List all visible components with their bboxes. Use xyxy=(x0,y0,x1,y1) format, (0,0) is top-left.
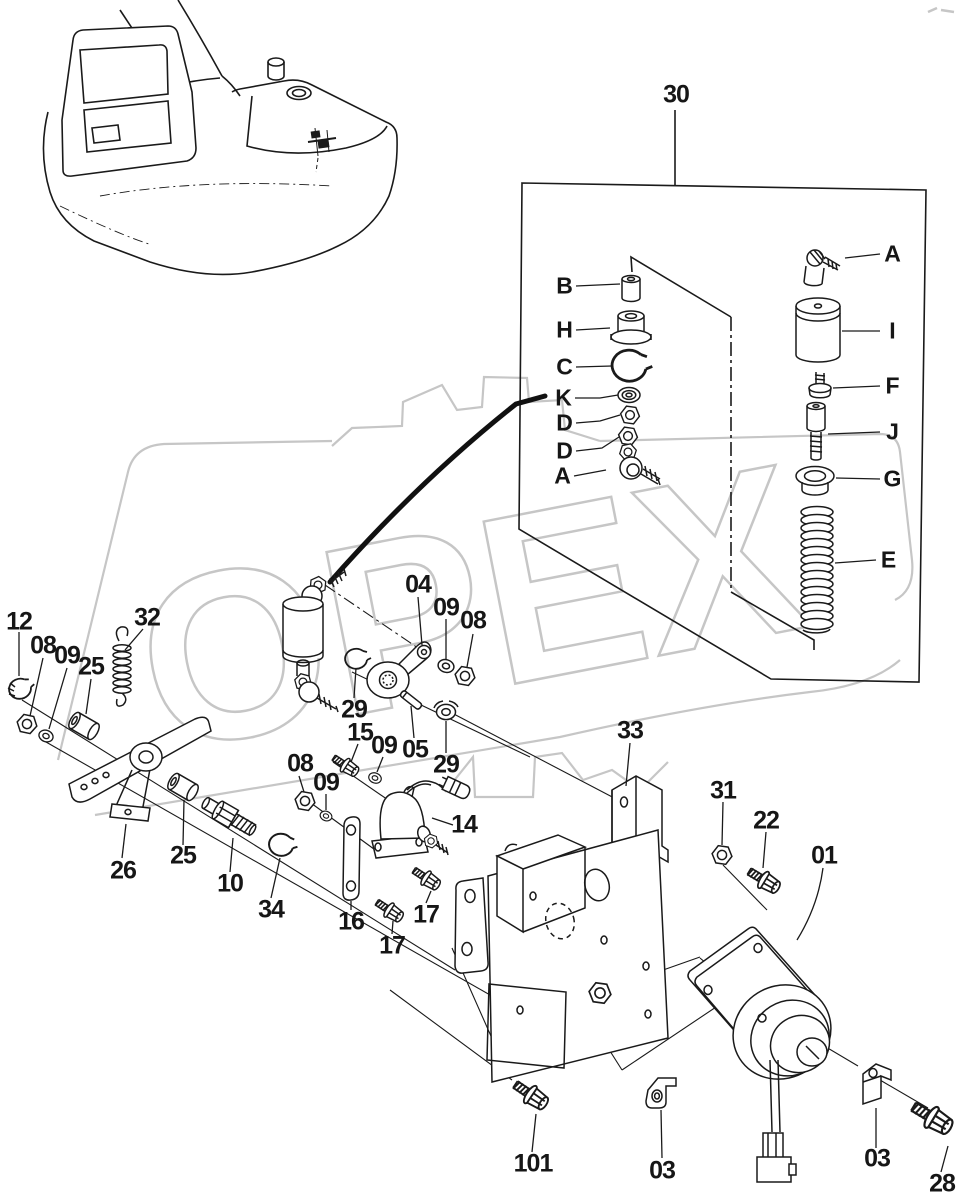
spring-e xyxy=(800,505,834,634)
callout-leaders xyxy=(18,253,949,1173)
cone-washer-29 xyxy=(433,700,459,721)
clip-03-left xyxy=(645,1077,677,1109)
pin-05 xyxy=(399,690,423,710)
lever-04 xyxy=(366,641,432,699)
solenoid-14 xyxy=(371,775,471,859)
watermark-text: OPEX xyxy=(118,413,824,803)
lever-26 xyxy=(68,716,212,822)
governor-motor-01 xyxy=(687,926,832,1183)
inset-parts xyxy=(609,249,841,634)
spring-32 xyxy=(112,626,132,707)
main-parts xyxy=(5,568,958,1183)
clip-03-right xyxy=(862,1063,892,1106)
inset-detail-box xyxy=(518,110,927,683)
link-plate-16 xyxy=(342,816,361,901)
damper-assembly xyxy=(282,568,347,713)
detail-reference-curve xyxy=(327,393,548,585)
excavator-locator-drawing xyxy=(42,0,398,276)
mount-plate-assembly xyxy=(454,829,669,1083)
mounted-part-marker xyxy=(307,127,337,173)
shaft-10 xyxy=(201,796,257,837)
